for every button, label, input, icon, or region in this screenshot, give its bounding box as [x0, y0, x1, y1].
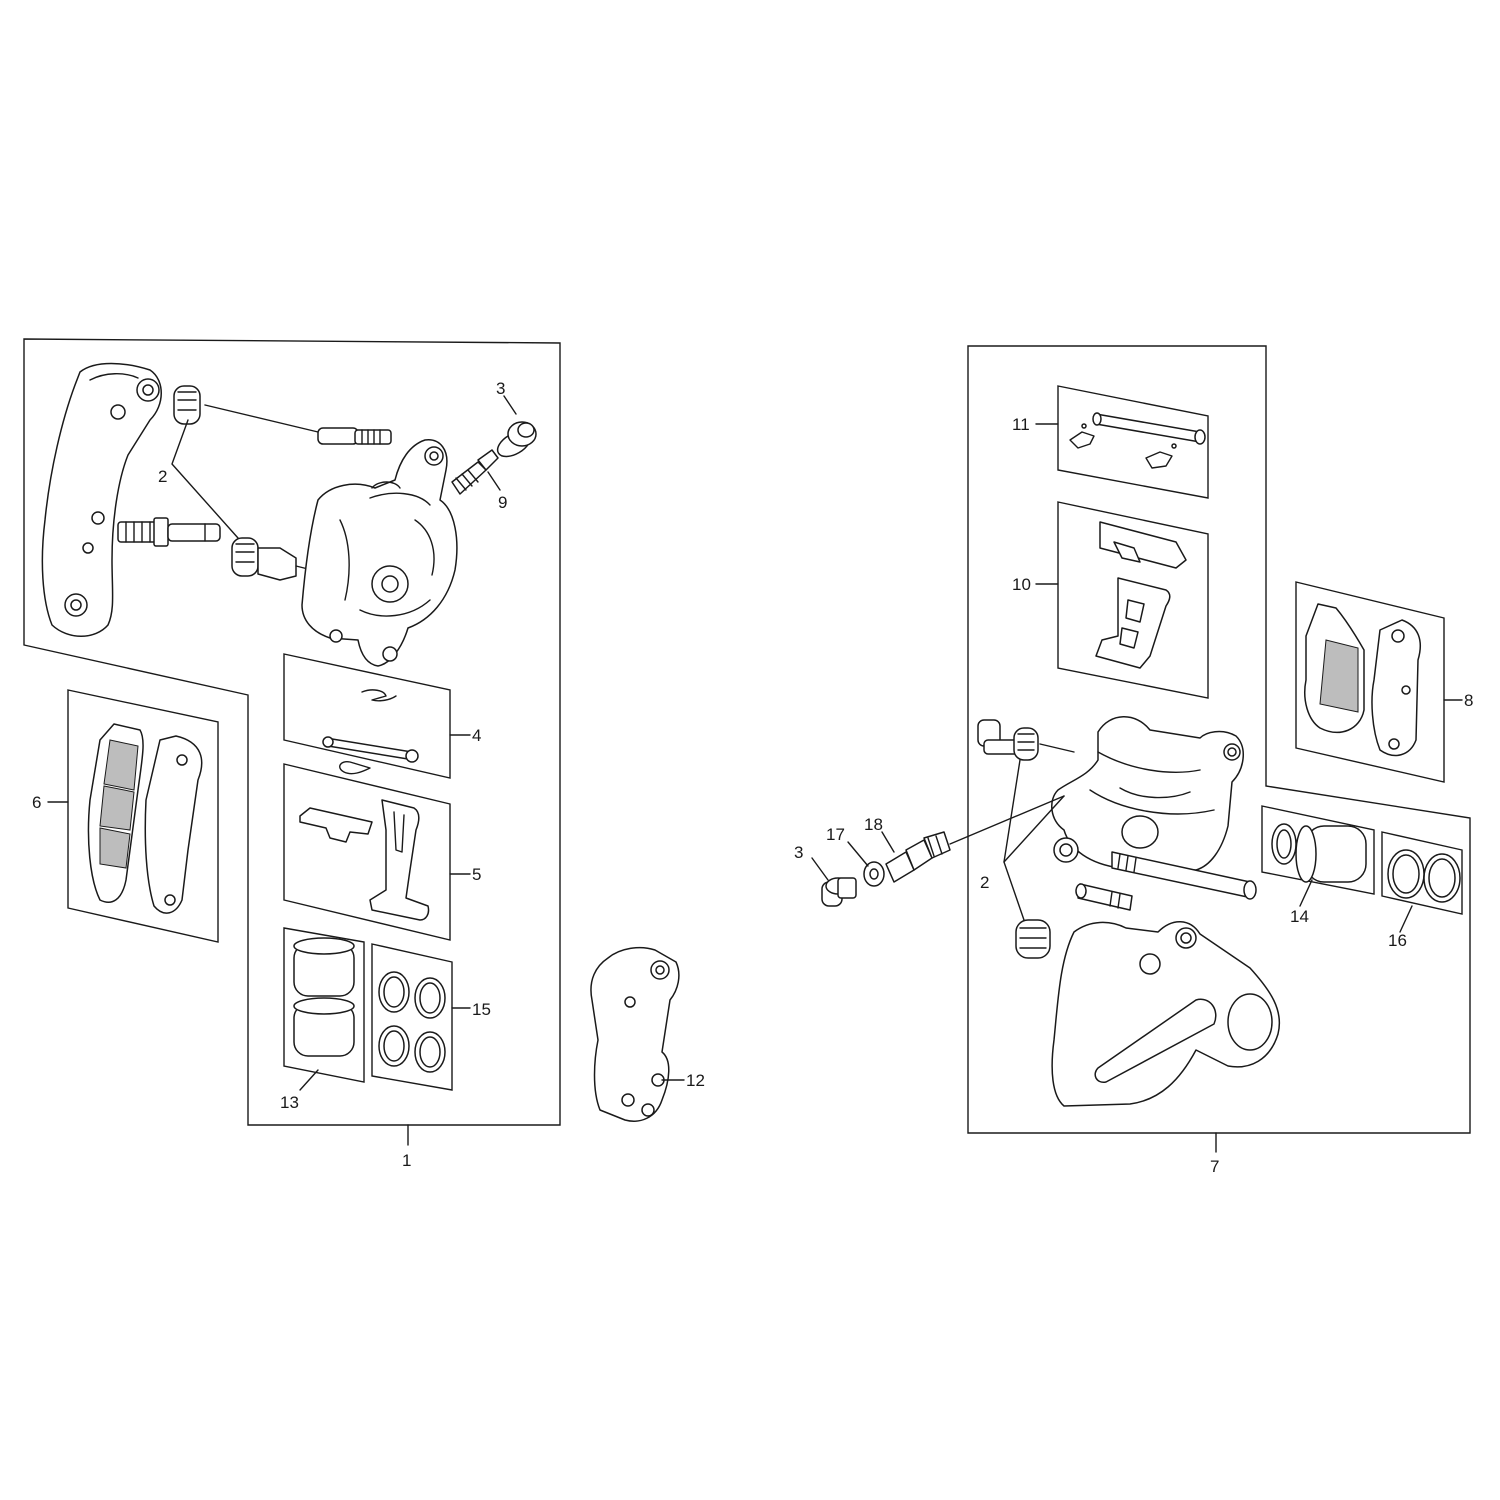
front-boot-upper[interactable]	[173, 385, 201, 425]
callout-6: 6	[32, 793, 41, 812]
front-pistons-box	[283, 927, 365, 1083]
callout-11: 11	[1012, 415, 1030, 434]
callout-12: 12	[686, 1071, 705, 1090]
front-bleeder-cap[interactable]	[493, 421, 537, 462]
front-caliper-body[interactable]	[301, 439, 458, 667]
front-spring-kit-box	[283, 763, 451, 941]
callout-8: 8	[1464, 691, 1473, 710]
rear-slide-pin-short[interactable]	[1075, 883, 1133, 911]
callout-13: 13	[280, 1093, 299, 1112]
front-brake-pads-box	[67, 689, 219, 943]
rear-bleeder-cap[interactable]	[821, 877, 857, 907]
front-caliper-group	[23, 338, 685, 1146]
front-assembly-frame	[23, 338, 561, 1126]
front-boot-lower[interactable]	[231, 537, 297, 581]
front-bleeder-valve[interactable]	[451, 449, 499, 495]
rear-boot-lower[interactable]	[1015, 919, 1051, 959]
callout-15: 15	[472, 1000, 491, 1019]
callout-3-rear: 3	[794, 843, 803, 862]
rear-caliper-group	[811, 345, 1471, 1153]
rear-spring-kit-box	[1057, 501, 1209, 699]
callout-labels: 1 2 3 4 5 6 9 12 13 15 7 8 10 11 2 3 14 …	[32, 379, 1473, 1176]
callout-18: 18	[864, 815, 883, 834]
rear-seal-box	[1381, 831, 1463, 915]
front-seals-box	[371, 943, 453, 1091]
callout-1: 1	[402, 1151, 411, 1170]
front-mounting-bracket[interactable]	[41, 362, 162, 637]
callout-17: 17	[826, 825, 845, 844]
front-slide-pin-upper[interactable]	[317, 427, 392, 445]
callout-7: 7	[1210, 1157, 1219, 1176]
front-slide-pin-lower[interactable]	[117, 517, 221, 547]
front-pin-kit-box	[283, 653, 451, 779]
rear-pin-kit-box	[1057, 385, 1209, 499]
rear-assembly-frame	[967, 345, 1471, 1134]
rear-piston-box	[1261, 805, 1375, 895]
rear-banjo-washer[interactable]	[863, 861, 885, 887]
rear-boot-upper[interactable]	[1013, 727, 1039, 761]
callout-2-rear: 2	[980, 873, 989, 892]
rear-brake-pads-box	[1295, 581, 1445, 783]
callout-3-front: 3	[496, 379, 505, 398]
rear-caliper-bracket[interactable]	[1051, 921, 1281, 1107]
front-caliper-bracket[interactable]	[590, 946, 680, 1122]
callout-14: 14	[1290, 907, 1309, 926]
callout-10: 10	[1012, 575, 1031, 594]
rear-bleeder-valve[interactable]	[885, 831, 951, 883]
callout-9: 9	[498, 493, 507, 512]
rear-caliper-body[interactable]	[1051, 716, 1244, 871]
callout-5: 5	[472, 865, 481, 884]
callout-16: 16	[1388, 931, 1407, 950]
callout-2-front: 2	[158, 467, 167, 486]
callout-4: 4	[472, 726, 481, 745]
rear-slide-pin-long[interactable]	[1111, 851, 1257, 900]
